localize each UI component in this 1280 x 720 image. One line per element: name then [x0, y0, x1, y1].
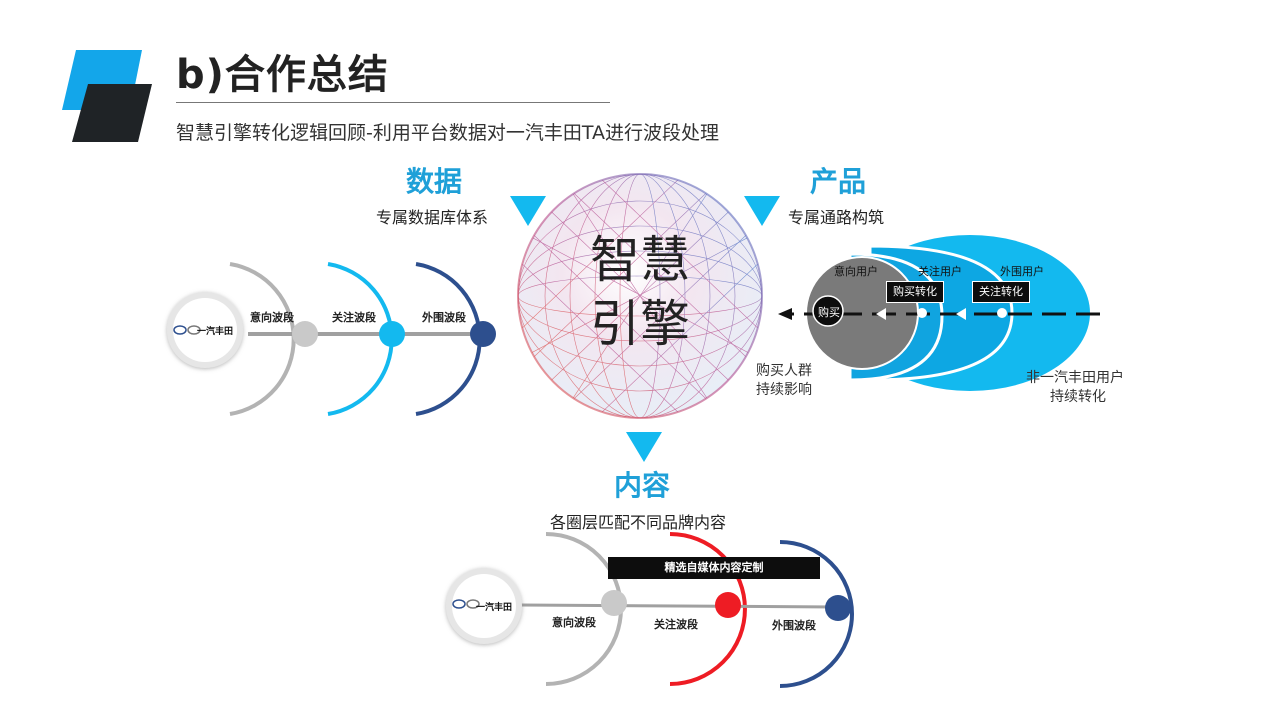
content-stage-intent: 意向波段	[552, 616, 596, 629]
product-subheading: 专属通路构筑	[788, 208, 885, 227]
non-user-note-line1: 非一汽丰田用户	[1026, 370, 1124, 386]
content-triangle-icon	[626, 432, 662, 462]
content-stage-attention: 关注波段	[654, 618, 698, 631]
buy-label: 购买	[818, 306, 840, 319]
buyers-note-line2: 持续影响	[756, 382, 812, 398]
product-user-periphery: 外围用户	[1000, 265, 1044, 278]
data-logo-text: 一汽丰田	[197, 327, 234, 337]
smart-engine-sphere	[517, 173, 763, 419]
buyers-note-line1: 购买人群	[756, 363, 812, 379]
engine-title-line2: 引擎	[590, 295, 690, 353]
media-content-bar: 精选自媒体内容定制	[608, 557, 820, 579]
data-triangle-icon	[510, 196, 546, 226]
page-subtitle: 智慧引擎转化逻辑回顾-利用平台数据对一汽丰田TA进行波段处理	[176, 122, 719, 144]
product-heading: 产品	[810, 165, 867, 198]
content-stage-periphery: 外围波段	[772, 619, 816, 632]
data-stage-periphery: 外围波段	[422, 311, 466, 324]
data-funnel-graphic	[167, 262, 496, 416]
data-heading: 数据	[406, 165, 463, 198]
content-logo-text: 一汽丰田	[476, 603, 513, 613]
product-triangle-icon	[744, 196, 780, 226]
title-divider	[176, 102, 610, 103]
data-subheading: 专属数据库体系	[376, 208, 489, 227]
content-subheading: 各圈层匹配不同品牌内容	[550, 513, 727, 532]
purchase-conversion-tag: 购买转化	[886, 281, 944, 303]
content-funnel-graphic	[446, 532, 854, 688]
engine-title-line1: 智慧	[590, 231, 690, 289]
product-user-attention: 关注用户	[918, 265, 962, 278]
content-heading: 内容	[614, 469, 671, 502]
attention-conversion-tag: 关注转化	[972, 281, 1030, 303]
non-user-note-line2: 持续转化	[1050, 389, 1106, 405]
product-user-intent: 意向用户	[834, 265, 878, 278]
data-stage-intent: 意向波段	[250, 311, 294, 324]
page-title: b)合作总结	[176, 52, 389, 98]
product-layers-graphic	[778, 235, 1100, 391]
data-stage-attention: 关注波段	[332, 311, 376, 324]
